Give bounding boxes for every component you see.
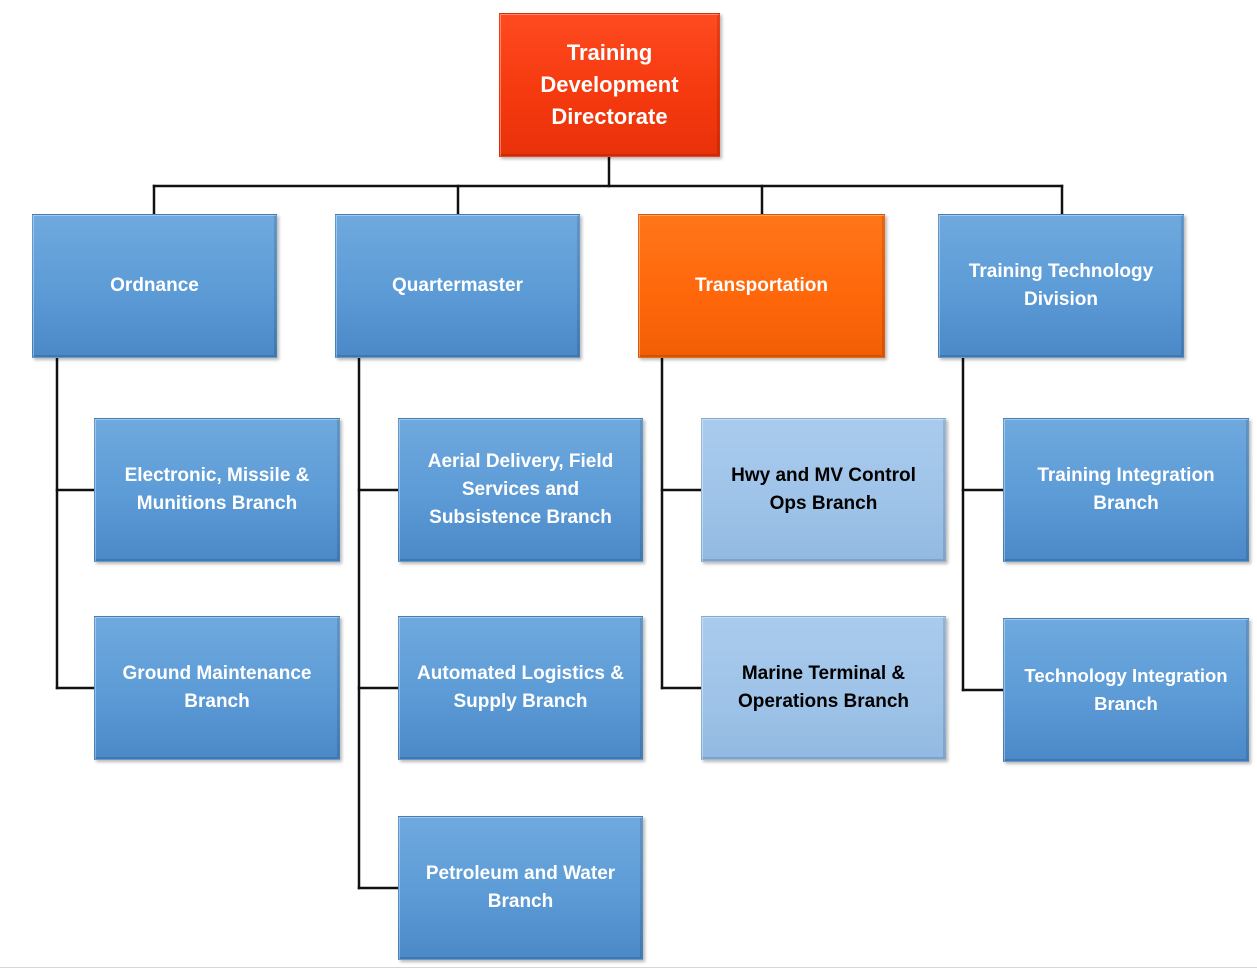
division-training-technology: Training Technology Division (938, 214, 1184, 358)
division-ordnance: Ordnance (32, 214, 277, 358)
bottom-divider (0, 967, 1257, 968)
branch-label: Electronic, Missile & Munitions Branch (124, 465, 310, 514)
branch-ground-maintenance: Ground Maintenance Branch (94, 616, 340, 760)
branch-label: Aerial Delivery, Field Services and Subs… (427, 451, 614, 528)
division-transportation: Transportation (638, 214, 885, 358)
division-ordnance-label: Ordnance (110, 275, 199, 296)
branch-hwy-mv-control-ops: Hwy and MV Control Ops Branch (701, 418, 946, 562)
branch-automated-logistics-supply: Automated Logistics & Supply Branch (398, 616, 643, 760)
division-quartermaster-label: Quartermaster (392, 275, 523, 296)
branch-label: Hwy and MV Control Ops Branch (731, 465, 916, 514)
branch-petroleum-water: Petroleum and Water Branch (398, 816, 643, 960)
branch-aerial-delivery-field-services: Aerial Delivery, Field Services and Subs… (398, 418, 643, 562)
branch-label: Petroleum and Water Branch (425, 863, 616, 912)
branch-label: Ground Maintenance Branch (122, 663, 312, 712)
root-node-training-development-directorate: Training Development Directorate (499, 13, 720, 157)
branch-label: Marine Terminal & Operations Branch (737, 663, 910, 712)
branch-technology-integration: Technology Integration Branch (1003, 618, 1249, 762)
branch-label: Technology Integration Branch (1024, 665, 1228, 714)
division-quartermaster: Quartermaster (335, 214, 580, 358)
branch-electronic-missile-munitions: Electronic, Missile & Munitions Branch (94, 418, 340, 562)
branch-label: Automated Logistics & Supply Branch (417, 663, 624, 712)
division-transportation-label: Transportation (694, 275, 828, 296)
division-training-technology-label: Training Technology Division (968, 261, 1154, 310)
branch-label: Training Integration Branch (1037, 465, 1215, 514)
root-node-label: Training Development Directorate (540, 40, 679, 129)
branch-marine-terminal-operations: Marine Terminal & Operations Branch (701, 616, 946, 760)
branch-training-integration: Training Integration Branch (1003, 418, 1249, 562)
